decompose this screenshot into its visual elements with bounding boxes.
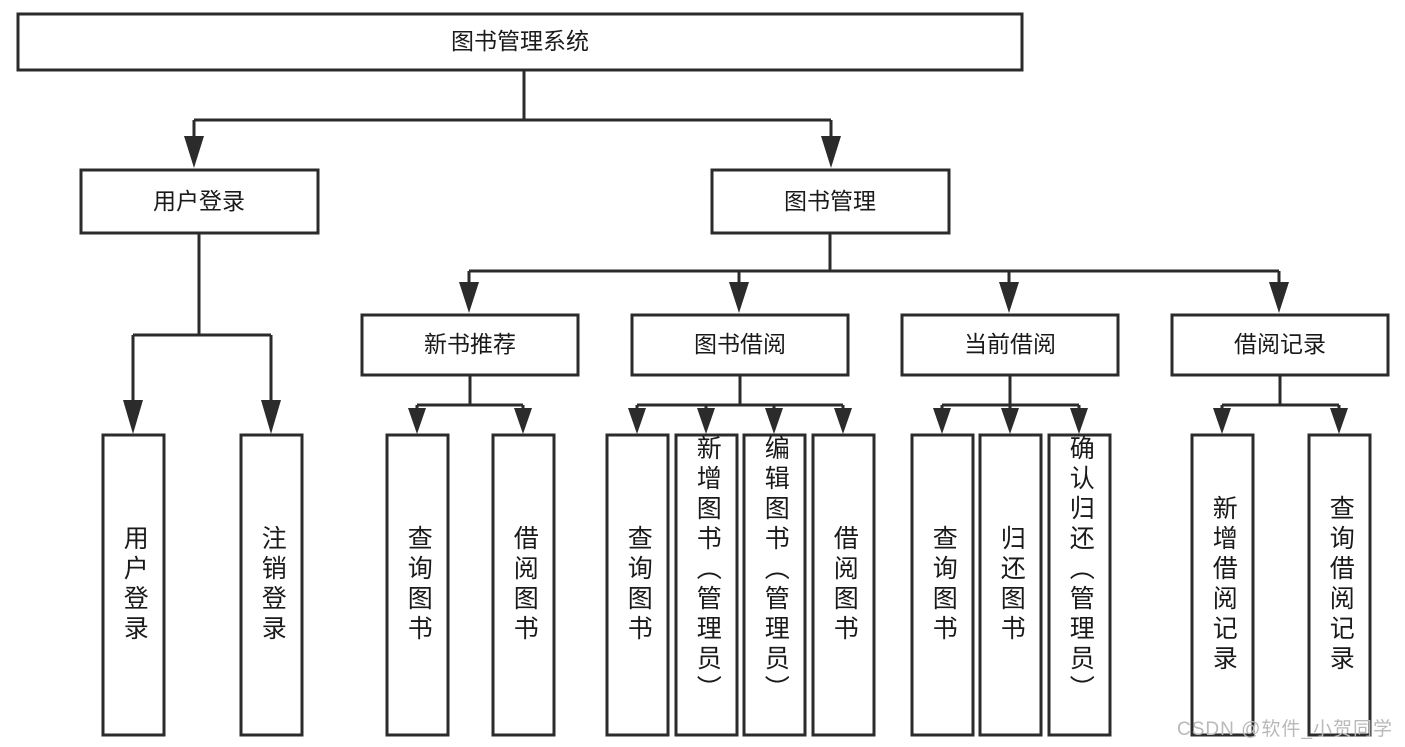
arrow-head-icon-login-leaf1 — [123, 400, 143, 434]
arrow-head-icon-root-to-books — [821, 136, 841, 168]
arrow-head-icon-books-current — [999, 282, 1019, 313]
arrow-head-icon-borrow-leaf4 — [834, 408, 852, 434]
leaf-box-logout[interactable] — [239, 433, 304, 737]
leaf-box-query-books-current[interactable] — [910, 433, 975, 737]
node-book-borrow-label: 图书借阅 — [694, 331, 786, 357]
arrow-head-icon-recommend-leaf1 — [408, 408, 426, 434]
node-root-label: 图书管理系统 — [451, 28, 589, 54]
arrow-head-icon-borrow-leaf1 — [628, 408, 646, 434]
arrow-head-icon-records-leaf1 — [1213, 408, 1231, 434]
arrow-head-icon-login-leaf2 — [261, 400, 281, 434]
leaf-box-add-book-admin[interactable] — [674, 433, 739, 737]
arrow-head-icon-borrow-leaf2 — [697, 408, 715, 434]
node-borrow-records-label: 借阅记录 — [1234, 331, 1326, 357]
arrow-head-icon-records-leaf2 — [1330, 408, 1348, 434]
arrow-head-icon-root-to-login — [184, 136, 204, 168]
leaf-box-borrow-books[interactable] — [811, 433, 876, 737]
leaf-box-confirm-return-admin[interactable] — [1047, 433, 1112, 737]
leaf-box-query-books-recommend[interactable] — [385, 433, 450, 737]
leaf-box-return-books[interactable] — [978, 433, 1043, 737]
node-book-management-label: 图书管理 — [784, 188, 876, 214]
node-root[interactable] — [16, 12, 1024, 72]
arrow-head-icon-current-leaf2 — [1001, 408, 1019, 434]
node-current-borrow[interactable] — [900, 313, 1120, 377]
arrow-head-icon-current-leaf3 — [1070, 408, 1088, 434]
node-book-management[interactable] — [710, 168, 951, 235]
arrow-head-icon-current-leaf1 — [933, 408, 951, 434]
node-current-borrow-label: 当前借阅 — [964, 331, 1056, 357]
leaf-box-borrow-books-recommend[interactable] — [491, 433, 556, 737]
arrow-head-icon-books-records — [1269, 282, 1289, 313]
node-book-borrow[interactable] — [630, 313, 850, 377]
leaf-box-edit-book-admin[interactable] — [742, 433, 807, 737]
leaf-box-user-login[interactable] — [101, 433, 166, 737]
arrow-head-icon-recommend-leaf2 — [514, 408, 532, 434]
arrow-head-icon-borrow-leaf3 — [765, 408, 783, 434]
leaf-box-add-borrow-record[interactable] — [1190, 433, 1255, 737]
leaf-box-query-borrow-record[interactable] — [1307, 433, 1372, 737]
node-new-book-recommend-label: 新书推荐 — [424, 331, 516, 357]
arrow-head-icon-books-borrow — [729, 282, 749, 313]
watermark: CSDN @软件_小贺同学 — [1177, 719, 1393, 740]
node-new-book-recommend[interactable] — [360, 313, 580, 377]
node-borrow-records[interactable] — [1170, 313, 1390, 377]
arrow-head-icon-books-new — [459, 282, 479, 313]
node-user-login-label: 用户登录 — [153, 188, 245, 214]
leaf-box-query-books-borrow[interactable] — [605, 433, 670, 737]
